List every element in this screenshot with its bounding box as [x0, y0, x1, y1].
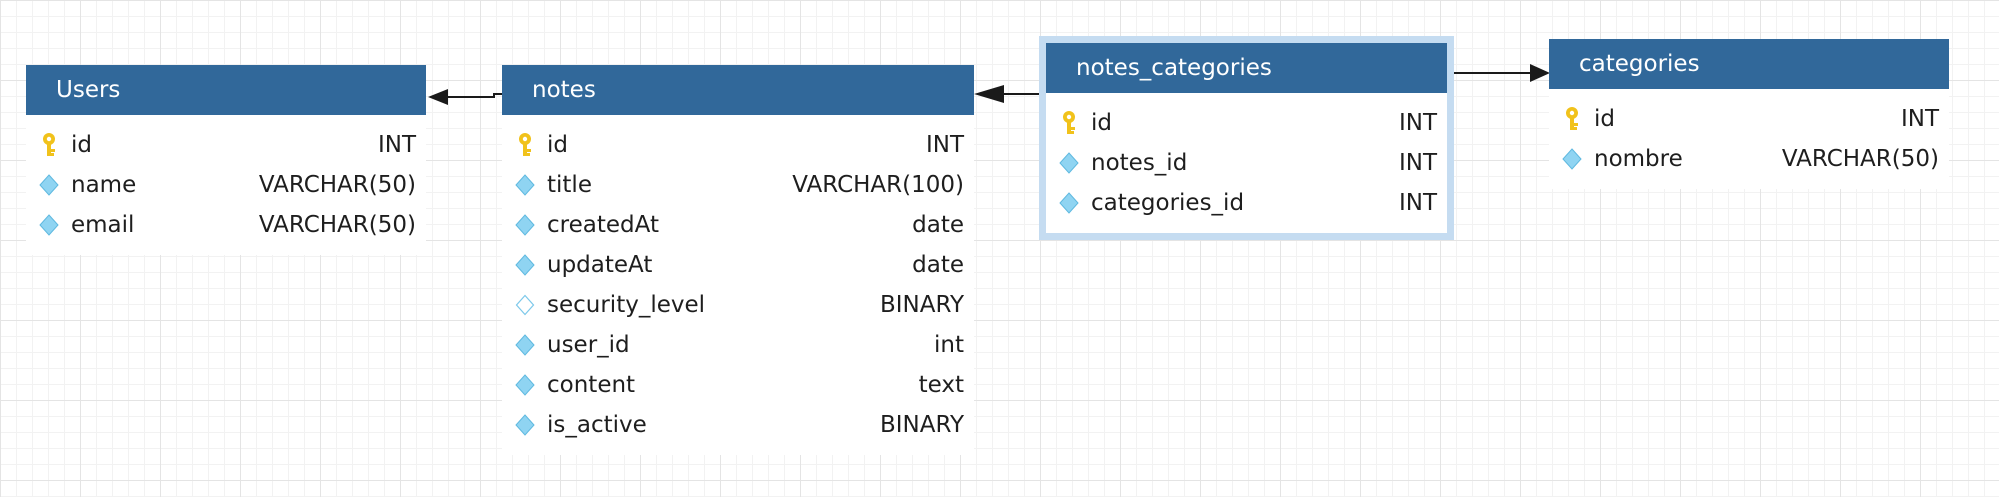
column-diamond-icon [514, 245, 536, 285]
column-type: BINARY [879, 412, 964, 438]
column-row[interactable]: id INT [26, 125, 426, 165]
column-diamond-icon [514, 325, 536, 365]
column-name: id [1091, 110, 1112, 136]
column-row[interactable]: id INT [1549, 99, 1949, 139]
column-row[interactable]: notes_id INT [1046, 143, 1447, 183]
column-name: notes_id [1091, 150, 1188, 176]
arrowhead-to-notes [974, 85, 1004, 103]
column-row[interactable]: id INT [1046, 103, 1447, 143]
column-type: date [912, 212, 964, 238]
column-row[interactable]: createdAt date [502, 205, 974, 245]
column-name: nombre [1594, 146, 1683, 172]
column-type: VARCHAR(50) [1781, 146, 1939, 172]
column-row[interactable]: email VARCHAR(50) [26, 205, 426, 245]
column-type: int [934, 332, 964, 358]
column-name: content [547, 372, 636, 398]
column-diamond-icon [1058, 183, 1080, 223]
column-name: id [1594, 106, 1615, 132]
nullable-column-diamond-icon [514, 285, 536, 325]
column-diamond-icon [514, 405, 536, 445]
column-name: email [71, 212, 135, 238]
column-row[interactable]: content text [502, 365, 974, 405]
selection-highlight [1039, 36, 1454, 240]
column-type: VARCHAR(50) [258, 172, 416, 198]
column-diamond-icon [1058, 143, 1080, 183]
column-name: name [71, 172, 137, 198]
primary-key-icon [514, 125, 536, 165]
column-type: VARCHAR(50) [258, 212, 416, 238]
column-row[interactable]: id INT [502, 125, 974, 165]
table-header[interactable]: notes [502, 65, 974, 115]
column-type: INT [1398, 150, 1437, 176]
column-type: INT [377, 132, 416, 158]
column-type: VARCHAR(100) [792, 172, 964, 198]
column-name: security_level [547, 292, 706, 318]
column-diamond-icon [38, 205, 60, 245]
table-header[interactable]: Users [26, 65, 426, 115]
connector-notes-users [448, 93, 502, 98]
column-name: categories_id [1091, 190, 1245, 216]
primary-key-icon [1561, 99, 1583, 139]
table-header[interactable]: categories [1549, 39, 1949, 89]
column-diamond-icon [514, 205, 536, 245]
column-diamond-icon [1561, 139, 1583, 179]
column-name: id [71, 132, 92, 158]
column-row[interactable]: user_id int [502, 325, 974, 365]
arrowhead-to-users [428, 89, 448, 105]
column-type: INT [1398, 190, 1437, 216]
column-name: user_id [547, 332, 630, 358]
column-type: date [912, 252, 964, 278]
column-row[interactable]: updateAt date [502, 245, 974, 285]
column-row[interactable]: categories_id INT [1046, 183, 1447, 223]
column-type: INT [925, 132, 964, 158]
column-row[interactable]: is_active BINARY [502, 405, 974, 445]
column-row[interactable]: security_level BINARY [502, 285, 974, 325]
column-diamond-icon [514, 365, 536, 405]
column-name: id [547, 132, 568, 158]
column-row[interactable]: name VARCHAR(50) [26, 165, 426, 205]
primary-key-icon [1058, 103, 1080, 143]
column-diamond-icon [514, 165, 536, 205]
column-type: INT [1900, 106, 1939, 132]
column-type: BINARY [879, 292, 964, 318]
column-diamond-icon [38, 165, 60, 205]
column-name: title [547, 172, 592, 198]
table-body: id INT nombre VARCHAR(50) [1549, 89, 1949, 189]
primary-key-icon [38, 125, 60, 165]
column-name: is_active [547, 412, 647, 438]
column-type: INT [1398, 110, 1437, 136]
table-header[interactable]: notes_categories [1046, 43, 1447, 93]
table-notes[interactable]: notes id INT title VARCHAR(100) createdAt dat… [502, 65, 974, 455]
column-name: updateAt [547, 252, 653, 278]
column-name: createdAt [547, 212, 659, 238]
column-row[interactable]: nombre VARCHAR(50) [1549, 139, 1949, 179]
column-row[interactable]: title VARCHAR(100) [502, 165, 974, 205]
arrowhead-to-categories [1530, 64, 1550, 82]
table-categories[interactable]: categories id INT nombre VARCHAR(50) [1549, 39, 1949, 189]
column-type: text [918, 372, 964, 398]
